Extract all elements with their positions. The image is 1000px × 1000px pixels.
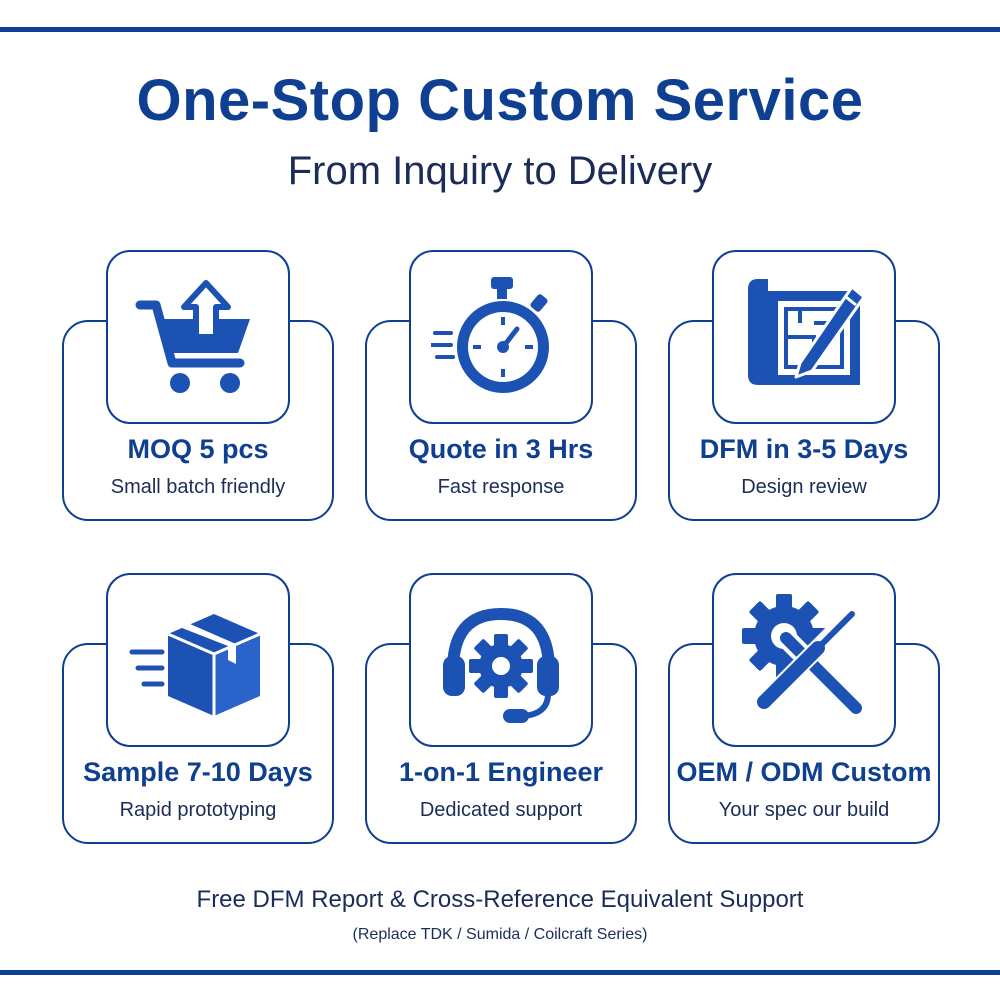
icon-frame [106,250,290,424]
blueprint-pencil-icon [748,279,866,385]
feature-card-quote: Quote in 3 Hrs Fast response [365,250,637,610]
feature-description: Fast response [437,476,565,498]
feature-description: Dedicated support [419,799,583,821]
feature-card-sample: Sample 7-10 Days Rapid prototyping [62,573,334,933]
feature-description: Small batch friendly [110,476,286,498]
stopwatch-icon [431,277,549,393]
shopping-cart-icon [135,280,250,393]
feature-label: MOQ 5 pcs [127,434,269,464]
feature-label: Quote in 3 Hrs [408,434,594,464]
feature-label: Sample 7-10 Days [83,757,313,787]
feature-description: Design review [741,476,867,498]
headset-gear-icon [443,607,559,723]
feature-description: Rapid prototyping [119,799,277,821]
feature-card-moq: MOQ 5 pcs Small batch friendly [62,250,334,610]
feature-card-oem: OEM / ODM Custom Your spec our build [668,573,940,933]
footer-note: (Replace TDK / Sumida / Coilcraft Series… [352,926,648,943]
top-divider [0,27,1000,32]
icon-frame [409,250,593,424]
feature-label: DFM in 3-5 Days [699,434,909,464]
page-title: One-Stop Custom Service [136,68,864,133]
icon-frame [712,573,896,747]
feature-card-engineer: 1-on-1 Engineer Dedicated support [365,573,637,933]
page-subtitle: From Inquiry to Delivery [287,149,713,193]
gear-tools-icon [742,594,866,718]
feature-label: 1-on-1 Engineer [398,757,604,787]
shipping-box-icon [129,614,261,716]
bottom-divider [0,970,1000,975]
feature-description: Your spec our build [718,799,890,821]
feature-card-dfm: DFM in 3-5 Days Design review [668,250,940,610]
footer-headline: Free DFM Report & Cross-Reference Equiva… [196,886,804,913]
icon-frame [712,250,896,424]
icon-frame [409,573,593,747]
icon-frame [106,573,290,747]
feature-label: OEM / ODM Custom [676,757,932,787]
